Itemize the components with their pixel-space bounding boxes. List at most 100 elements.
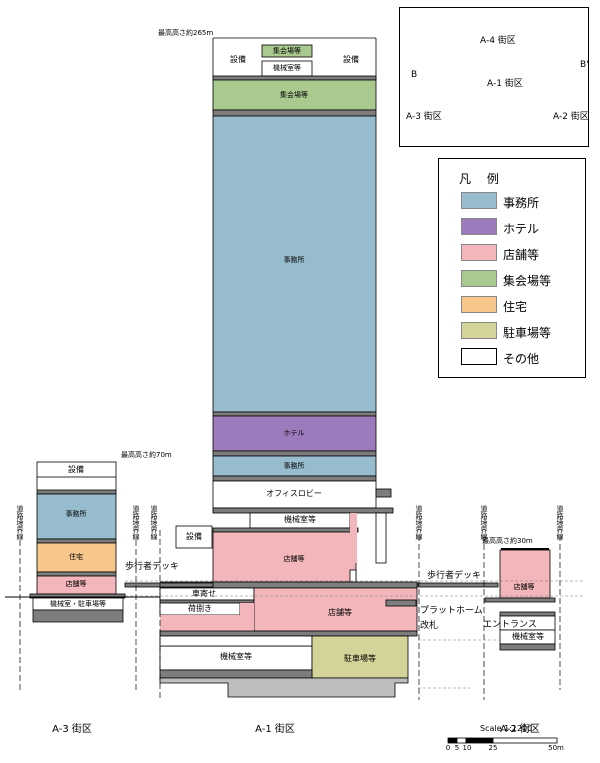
a1-lobby-step bbox=[375, 488, 392, 498]
legend-label: 住宅 bbox=[503, 300, 528, 314]
scale-seg-2 bbox=[456, 737, 467, 744]
a3-setsubi-block bbox=[36, 461, 117, 478]
a1-slab-4 bbox=[212, 475, 377, 482]
scale-tick: 50m bbox=[548, 744, 564, 752]
a2-district-label: A-2 街区 bbox=[500, 724, 540, 735]
keymap-a1-label: A-1 街区 bbox=[487, 79, 523, 89]
deck-right-label: 歩行者デッキ bbox=[427, 571, 482, 581]
a3-office-label: 事務所 bbox=[65, 510, 87, 518]
a3-retail-label: 店舗等 bbox=[65, 580, 87, 588]
road-boundary-label: 道路境界線 bbox=[16, 505, 24, 540]
a1-retail-b1-left2 bbox=[160, 615, 254, 631]
scale-seg-1 bbox=[447, 737, 458, 744]
a2-mid-slab bbox=[499, 611, 556, 617]
a1-mech-top-label: 機械室等 bbox=[273, 64, 301, 72]
a1-retail-block bbox=[212, 531, 357, 583]
a1-loading-label: 荷捌き bbox=[188, 604, 212, 613]
a1-setsubi-right: 設備 bbox=[343, 55, 359, 64]
a3-mech-parking-label: 機械室・駐車場等 bbox=[50, 600, 106, 608]
scale-label: Scale 1:1200 bbox=[480, 724, 533, 733]
keymap-b-prime-label: B' bbox=[580, 60, 589, 70]
legend-title: 凡 例 bbox=[459, 172, 505, 186]
ticket-gate-label: 改札 bbox=[420, 621, 439, 631]
road-boundary-label: 道路境界線 bbox=[132, 505, 140, 540]
a3-setsubi-label: 設備 bbox=[68, 465, 84, 474]
road-boundary-label: 道路境界線 bbox=[480, 505, 488, 540]
a1-hotel-label: ホテル bbox=[283, 429, 305, 437]
a1-parking-label: 駐車場等 bbox=[344, 654, 376, 663]
legend-label: 店舗等 bbox=[503, 248, 540, 262]
a3-slab-1 bbox=[36, 538, 117, 544]
a1-retail-upper bbox=[350, 513, 357, 563]
a1-max-height: 最高高さ約265m bbox=[158, 29, 214, 37]
a3-residential-block bbox=[36, 542, 117, 573]
a1-mech-b-block bbox=[159, 645, 313, 671]
legend-swatch bbox=[461, 270, 497, 287]
a1-foundation bbox=[159, 677, 409, 698]
a1-office-label: 事務所 bbox=[283, 256, 305, 264]
legend-label: ホテル bbox=[503, 222, 540, 236]
a2-mech-label: 機械室等 bbox=[512, 632, 544, 641]
legend-swatch bbox=[461, 218, 497, 235]
a1-b1-floor bbox=[159, 630, 418, 637]
a1-parking-block bbox=[311, 635, 409, 679]
a1-drop-off-label: 車寄せ bbox=[192, 589, 216, 598]
deck-right-slab bbox=[417, 582, 499, 588]
scale-seg-4 bbox=[492, 737, 558, 744]
scale-tick: 10 bbox=[462, 744, 472, 752]
a1-tower-right-wall bbox=[375, 512, 387, 564]
a1-slab-2 bbox=[212, 411, 377, 417]
a1-roof-slab bbox=[212, 75, 377, 81]
a2-ground-slab bbox=[484, 597, 556, 603]
a3-office-block bbox=[36, 493, 117, 540]
road-boundary-label: 道路境界線 bbox=[415, 505, 423, 540]
a1-slab-1 bbox=[212, 109, 377, 117]
a3-residential-label: 住宅 bbox=[69, 553, 83, 561]
keymap-b-label: B bbox=[411, 70, 418, 80]
a1-setsubi-low-block bbox=[175, 525, 213, 549]
a1-slab-5 bbox=[212, 507, 394, 514]
scale-tick: 5 bbox=[454, 744, 460, 752]
a1-hotel-block bbox=[212, 415, 377, 452]
a1-b2-floor bbox=[159, 669, 313, 679]
a2-foundation bbox=[499, 643, 556, 651]
key-map bbox=[399, 7, 589, 147]
a2-retail-block bbox=[499, 549, 551, 599]
a3-slab-2 bbox=[36, 571, 117, 577]
a1-district-label: A-1 街区 bbox=[255, 724, 295, 735]
legend: 凡 例 事務所 ホテル 店舗等 集会場等 住宅 駐車場等 その他 bbox=[438, 158, 586, 378]
legend-label: 集会場等 bbox=[503, 274, 552, 288]
a3-foundation bbox=[32, 609, 124, 623]
a1-assembly-top-block bbox=[261, 44, 313, 58]
deck-left-slab bbox=[124, 582, 214, 588]
a3-roof-slab bbox=[36, 489, 117, 495]
a1-lobby-label: オフィスロビー bbox=[266, 489, 322, 498]
scale-seg-3 bbox=[465, 737, 494, 744]
keymap-a2-label: A-2 街区 bbox=[553, 112, 589, 122]
a2-retail-label: 店舗等 bbox=[513, 583, 535, 591]
a1-setsubi-low-label: 設備 bbox=[186, 532, 202, 541]
a1-office-low-label: 事務所 bbox=[283, 462, 305, 470]
a1-assembly-block bbox=[212, 79, 377, 111]
legend-label: 駐車場等 bbox=[503, 326, 552, 340]
a1-column-stub bbox=[349, 569, 357, 583]
a1-lobby-block bbox=[212, 480, 377, 509]
a1-retail-label: 店舗等 bbox=[283, 555, 305, 563]
a1-mech-mid-floor bbox=[212, 527, 359, 533]
legend-swatch bbox=[461, 296, 497, 313]
a1-assembly-top-label: 集会場等 bbox=[273, 47, 301, 55]
legend-swatch bbox=[461, 322, 497, 339]
legend-swatch bbox=[461, 348, 497, 365]
legend-swatch bbox=[461, 244, 497, 261]
deck-left-label: 歩行者デッキ bbox=[125, 562, 180, 572]
a1-retail-b1-label: 店舗等 bbox=[328, 608, 352, 617]
a1-drop-off-floor bbox=[159, 599, 255, 604]
keymap-a3-label: A-3 街区 bbox=[406, 112, 442, 122]
a1-assembly-label: 集会場等 bbox=[280, 91, 308, 99]
scale-tick: 25 bbox=[488, 744, 498, 752]
road-boundary-label: 道路境界線 bbox=[556, 505, 564, 540]
a1-mech-mid-label: 機械室等 bbox=[284, 515, 316, 524]
legend-label: 事務所 bbox=[503, 196, 540, 210]
platform-label: プラットホーム bbox=[420, 606, 483, 616]
